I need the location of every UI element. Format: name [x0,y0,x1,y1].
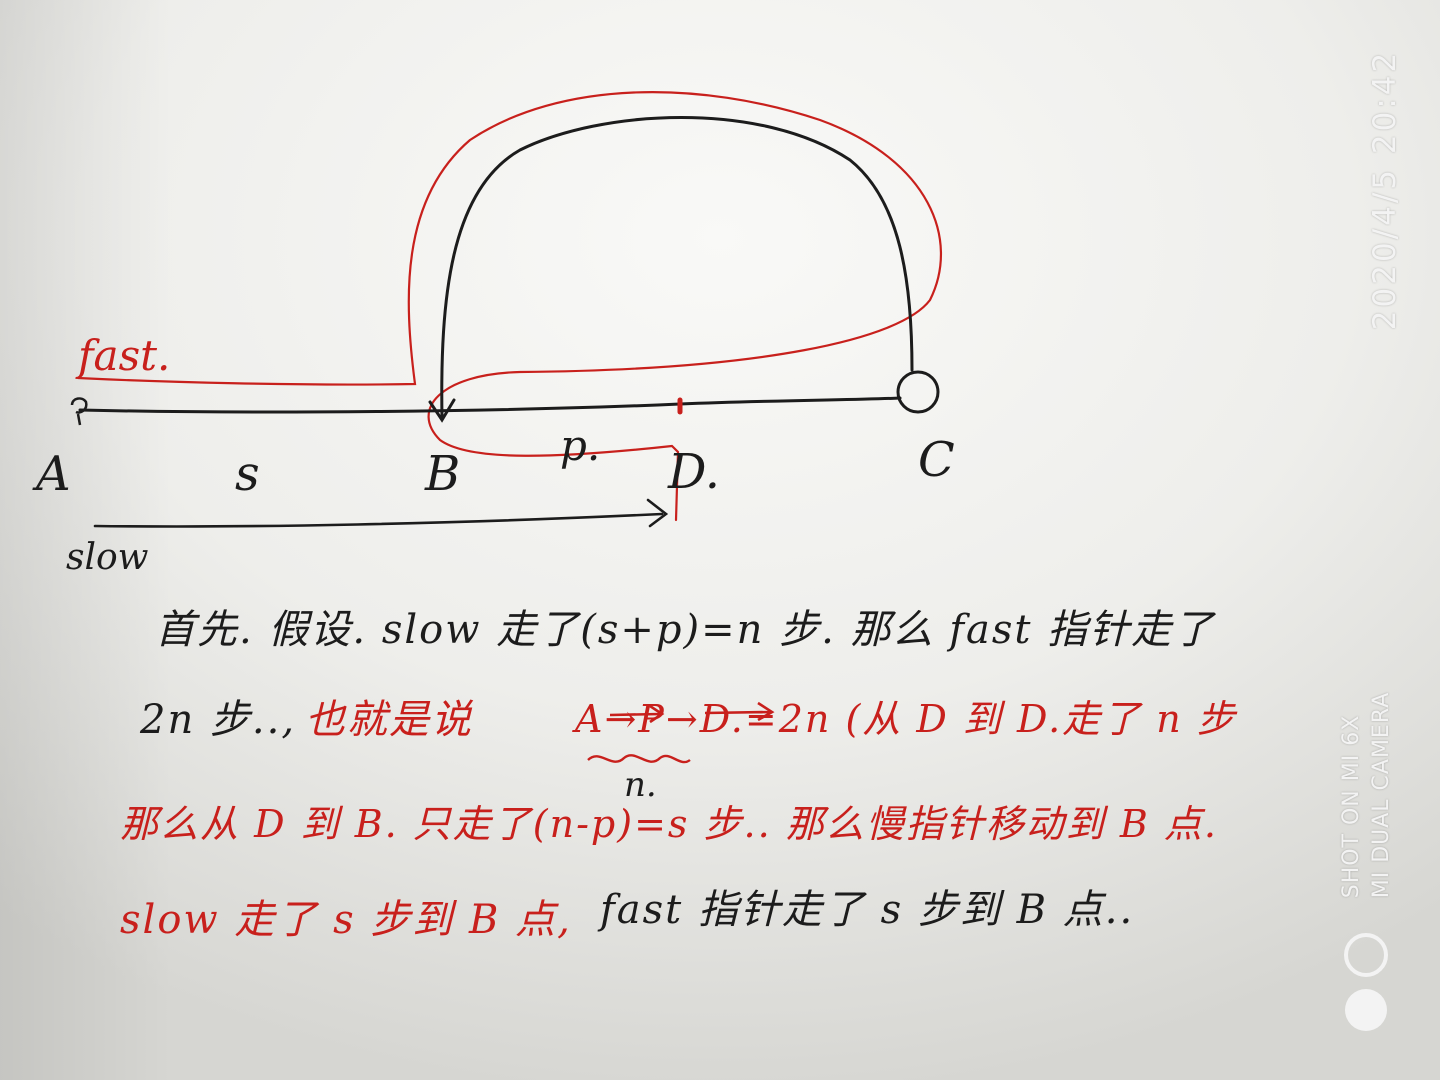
note-line-4a: slow 走了 s 步到 B 点, [120,897,572,943]
note-line-2a: 2n 步.., [140,697,297,743]
camera-logo-icon [1344,933,1388,1031]
fast-pointer-path [76,91,943,522]
note-line-3: 那么从 D 到 B. 只走了(n-p)=s 步.. 那么慢指针移动到 B 点. [120,802,1218,846]
watermark-camera: SHOT ON MI 6X MI DUAL CAMERA [1337,692,1397,899]
label-d: D. [668,444,721,500]
label-slow: slow [66,537,149,578]
watermark-line-1: SHOT ON MI 6X [1339,714,1364,899]
watermark-datetime: 2020/4/5 20:42 [1367,49,1403,331]
loop-arrowhead [428,398,456,423]
main-line [78,396,902,414]
start-mark [70,397,88,426]
label-p: p. [560,421,601,470]
slow-arrowhead [646,498,669,528]
label-s: s [235,446,260,502]
watermark-line-2: MI DUAL CAMERA [1369,691,1394,899]
label-a: A [36,446,71,502]
arrow-p-d [704,701,775,722]
note-line-4b: fast 指针走了 s 步到 B 点.. [600,887,1135,933]
note-line-2b: 也就是说 [305,697,473,743]
cycle-node-c [896,370,940,414]
label-n: n. [624,765,657,805]
arrow-a-p [609,704,665,724]
note-line-2c: A→P→D.=2n (从 D 到 D.走了 n 步 [575,697,1237,741]
label-fast: fast. [78,331,171,380]
red-brace [587,754,691,764]
note-line-1: 首先. 假设. slow 走了(s+p)=n 步. 那么 fast 指针走了 [155,607,1216,653]
loop-path [440,116,914,420]
label-b: B [425,446,461,502]
slow-arrow [93,512,664,528]
label-c: C [918,432,955,488]
